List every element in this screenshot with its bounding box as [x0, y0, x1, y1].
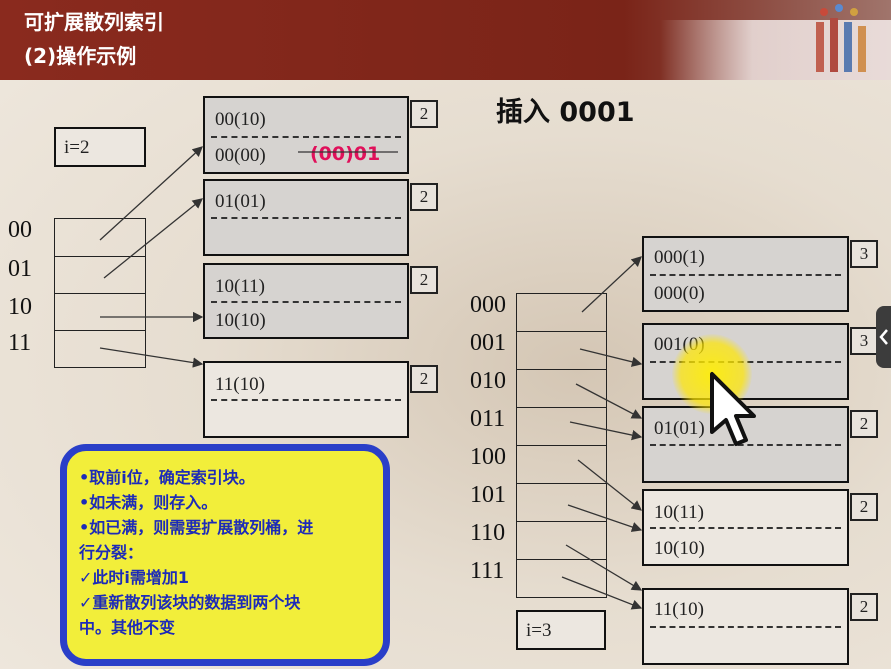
- bucket-entry: 10(10): [654, 538, 705, 559]
- directory-label-110: 110: [470, 520, 506, 546]
- directory-label-000: 000: [470, 292, 506, 318]
- local-depth-box: 2: [850, 593, 878, 621]
- directory-cell: [516, 559, 607, 598]
- directory-cell: [516, 445, 607, 484]
- global-depth-label: i=2: [64, 137, 90, 158]
- chevron-left-icon: [879, 329, 888, 345]
- inserted-value: (00)01: [310, 143, 381, 165]
- university-logo-icon: [816, 4, 866, 72]
- note-line: ✓此时i需增加1: [79, 568, 190, 587]
- global-depth-box: i=2: [54, 127, 146, 167]
- directory-label-100: 100: [470, 444, 506, 470]
- bucket: 01(01): [642, 406, 849, 483]
- record-divider: [211, 217, 401, 219]
- slide-header: 可扩展散列索引 (2)操作示例: [0, 0, 891, 80]
- bucket-entry: 00(00): [215, 145, 266, 166]
- bucket-entry: 000(0): [654, 283, 705, 304]
- directory-cell: [516, 369, 607, 408]
- note-line: •如已满，则需要扩展散列桶，进: [79, 518, 314, 537]
- directory-cell: [516, 407, 607, 446]
- bucket-entry: 00(10): [215, 109, 266, 130]
- bucket: 11(10): [642, 588, 849, 665]
- record-divider: [650, 527, 841, 529]
- bucket: 10(11) 10(10): [642, 489, 849, 566]
- local-depth-box: 2: [410, 100, 438, 128]
- local-depth-box: 2: [410, 365, 438, 393]
- bucket: 10(11) 10(10): [203, 263, 409, 339]
- directory-label-010: 010: [470, 368, 506, 394]
- bucket: 11(10): [203, 361, 409, 438]
- directory-cell: [54, 330, 146, 368]
- local-depth-box: 3: [850, 240, 878, 268]
- local-depth-box: 2: [850, 493, 878, 521]
- directory-label-01: 01: [8, 256, 32, 282]
- directory-cell: [516, 483, 607, 522]
- bucket: 000(1) 000(0): [642, 236, 849, 312]
- bucket: 01(01): [203, 179, 409, 256]
- side-panel-toggle[interactable]: [876, 306, 891, 368]
- note-line: 行分裂：: [79, 543, 144, 562]
- bucket-entry: 01(01): [654, 418, 705, 439]
- record-divider: [211, 399, 401, 401]
- directory-label-00: 00: [8, 217, 32, 243]
- directory-cell: [516, 293, 607, 332]
- slide-title: 可扩展散列索引: [24, 10, 164, 34]
- note-line: •取前i位，确定索引块。: [79, 468, 255, 487]
- note-line: 中。其他不变: [79, 618, 176, 637]
- record-divider: [650, 626, 841, 628]
- bucket-entry: 11(10): [215, 374, 265, 395]
- note-line: ✓重新散列该块的数据到两个块: [79, 593, 301, 612]
- directory-cell: [54, 256, 146, 294]
- record-divider: [650, 274, 841, 276]
- local-depth-box: 2: [410, 266, 438, 294]
- directory-label-001: 001: [470, 330, 506, 356]
- record-divider: [211, 136, 401, 138]
- directory-label-10: 10: [8, 294, 32, 320]
- bucket-entry: 10(10): [215, 310, 266, 331]
- directory-cell: [516, 331, 607, 370]
- record-divider: [211, 301, 401, 303]
- local-depth-box: 2: [850, 410, 878, 438]
- bucket-entry: 000(1): [654, 247, 705, 268]
- directory-cell: [516, 521, 607, 560]
- directory-label-101: 101: [470, 482, 506, 508]
- bucket-entry: 01(01): [215, 191, 266, 212]
- global-depth-box: i=3: [516, 610, 606, 650]
- local-depth-box: 2: [410, 183, 438, 211]
- mouse-pointer-icon: [710, 372, 756, 446]
- insert-heading: 插入 0001: [496, 97, 635, 128]
- directory-cell: [54, 293, 146, 331]
- directory-label-111: 111: [470, 558, 505, 584]
- directory-label-11: 11: [8, 330, 32, 356]
- bucket-entry: 10(11): [654, 502, 704, 523]
- directory-cell: [54, 218, 146, 257]
- local-depth-box: 3: [850, 327, 878, 355]
- notes-callout: •取前i位，确定索引块。 •如未满，则存入。 •如已满，则需要扩展散列桶，进 行…: [60, 444, 390, 666]
- header-fade: [660, 20, 891, 80]
- record-divider: [650, 444, 841, 446]
- slide-subtitle: (2)操作示例: [24, 44, 137, 68]
- note-line: •如未满，则存入。: [79, 493, 218, 512]
- bucket-entry: 11(10): [654, 599, 704, 620]
- bucket: 00(10) 00(00): [203, 96, 409, 174]
- bucket-entry: 10(11): [215, 276, 265, 297]
- directory-label-011: 011: [470, 406, 506, 432]
- global-depth-label: i=3: [526, 620, 552, 641]
